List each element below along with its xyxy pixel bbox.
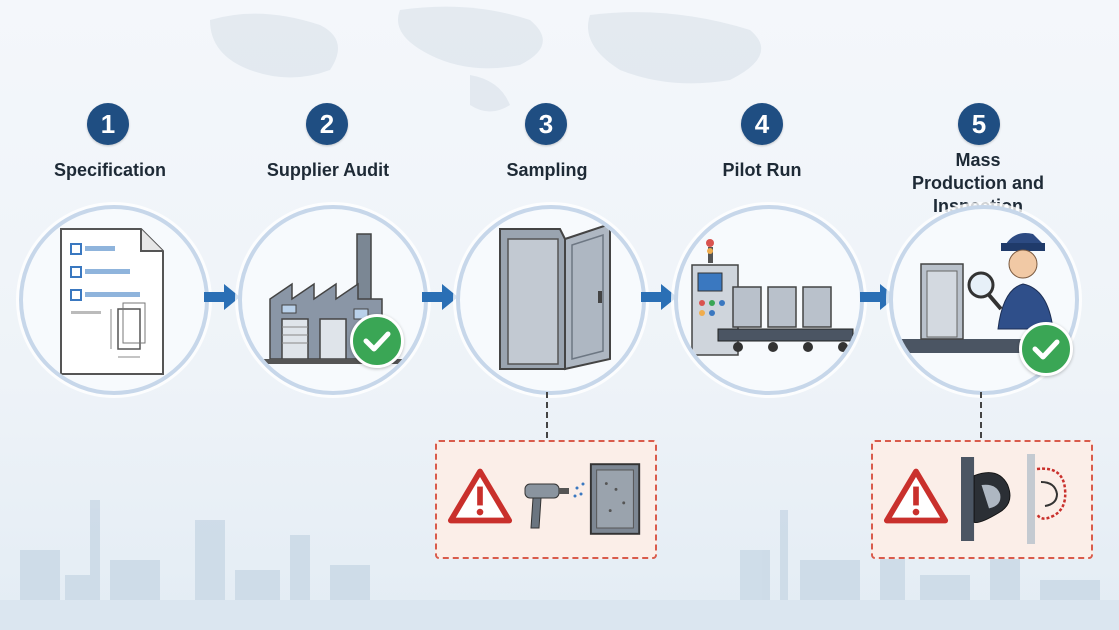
step-4-number-badge: 4	[741, 103, 783, 145]
step-2-supplier-audit-illustration	[238, 205, 428, 395]
arrow-1-to-2-icon	[204, 284, 240, 310]
inspection-defect-warning-box	[871, 440, 1093, 559]
world-map-background	[210, 6, 762, 112]
step-1-label: Specification	[53, 160, 167, 180]
step-1-number-badge: 1	[87, 103, 129, 145]
step-5-number-badge: 5	[958, 103, 1000, 145]
industrial-skyline-background	[0, 500, 1119, 630]
step-2-approved-check-icon	[350, 314, 404, 368]
arrow-3-to-4-icon	[641, 284, 677, 310]
step-4-pilot-run-production-line-illustration	[674, 205, 864, 395]
step-1-specification-illustration	[19, 205, 209, 395]
spray-gun-icon	[524, 482, 585, 529]
step-3-connector-line	[546, 392, 548, 438]
step-3-number-badge: 3	[525, 103, 567, 145]
step-5-connector-line	[980, 392, 982, 438]
gasket-defect-outline-icon	[1027, 454, 1067, 544]
warning-triangle-icon	[883, 468, 949, 524]
step-5-approved-check-icon	[1019, 322, 1073, 376]
step-3-sampling-enclosure-illustration	[456, 205, 646, 395]
arrow-4-to-5-icon	[860, 284, 896, 310]
defective-panel-icon	[589, 463, 641, 535]
warning-triangle-icon	[447, 468, 513, 524]
step-4-label: Pilot Run	[722, 160, 802, 180]
gasket-profile-icon	[961, 457, 1011, 541]
step-2-label: Supplier Audit	[266, 160, 390, 180]
sampling-defect-warning-box	[435, 440, 657, 559]
arrow-2-to-3-icon	[422, 284, 458, 310]
step-3-label: Sampling	[506, 160, 588, 180]
step-2-number-badge: 2	[306, 103, 348, 145]
